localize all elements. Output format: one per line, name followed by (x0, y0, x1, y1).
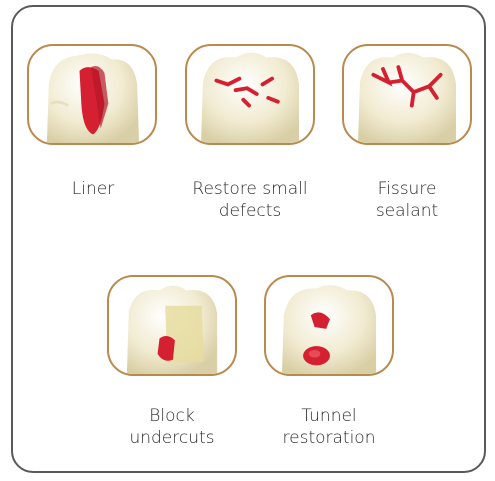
item-label-liner: Liner (18, 178, 168, 200)
tooth-tunnel-restoration-icon (264, 275, 394, 376)
item-label-block-undercuts: Block undercuts (97, 405, 247, 449)
tooth-block-undercuts-icon (107, 275, 237, 376)
tooth-liner-icon (27, 44, 157, 145)
tooth-fissure-sealant-icon (342, 44, 472, 145)
tooth-small-defects-icon (185, 44, 315, 145)
item-label-restore-small-defects: Restore small defects (175, 178, 325, 222)
item-label-tunnel-restoration: Tunnel restoration (254, 405, 404, 449)
item-label-fissure-sealant: Fissure sealant (332, 178, 482, 222)
